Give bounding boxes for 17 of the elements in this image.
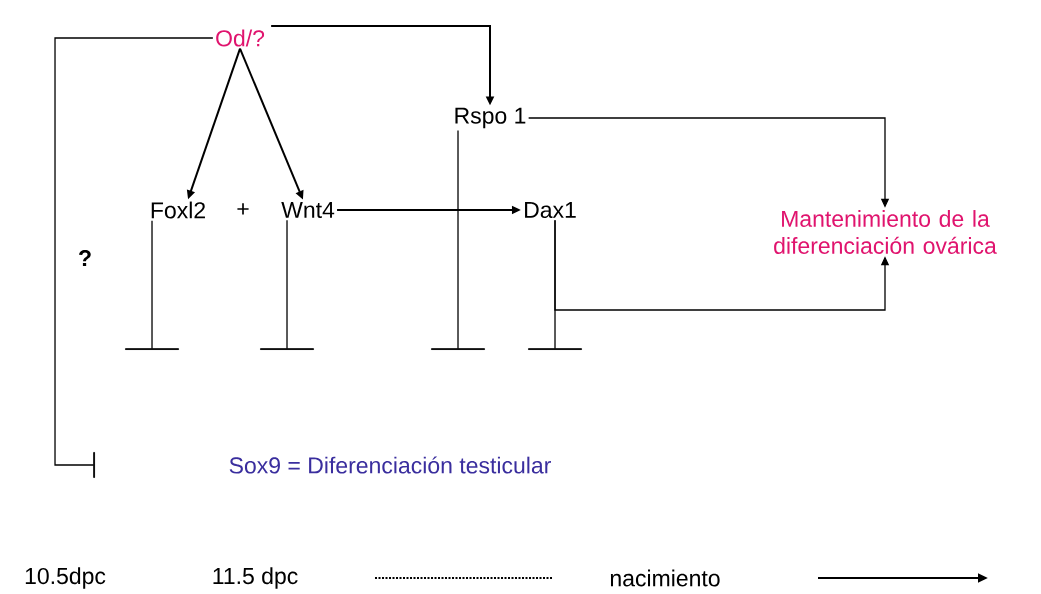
gene-label: Foxl2 <box>151 201 205 219</box>
timeline-label: 10.5dpc <box>25 567 106 589</box>
timeline-label: 11.5 dpc <box>213 567 298 589</box>
plus-sign: + <box>237 203 249 215</box>
inhibition-line <box>54 37 214 478</box>
gene-label: Dax1 <box>525 201 576 218</box>
inhibition-line <box>528 219 582 350</box>
inhibition-line <box>431 129 485 350</box>
gene-label: Od/? <box>216 29 265 47</box>
timeline-label: nacimiento <box>610 569 720 587</box>
edge-label: ? <box>77 248 94 268</box>
inhibition-line <box>260 219 314 350</box>
gene-label: Wnt4 <box>281 202 335 218</box>
gene-label: Mantenimiento de la diferenciación ovárica <box>774 210 997 254</box>
gene-label: Rspo 1 <box>455 107 526 129</box>
inhibition-line <box>125 220 179 350</box>
gene-label: Sox9 = Diferenciación testicular <box>229 456 551 474</box>
